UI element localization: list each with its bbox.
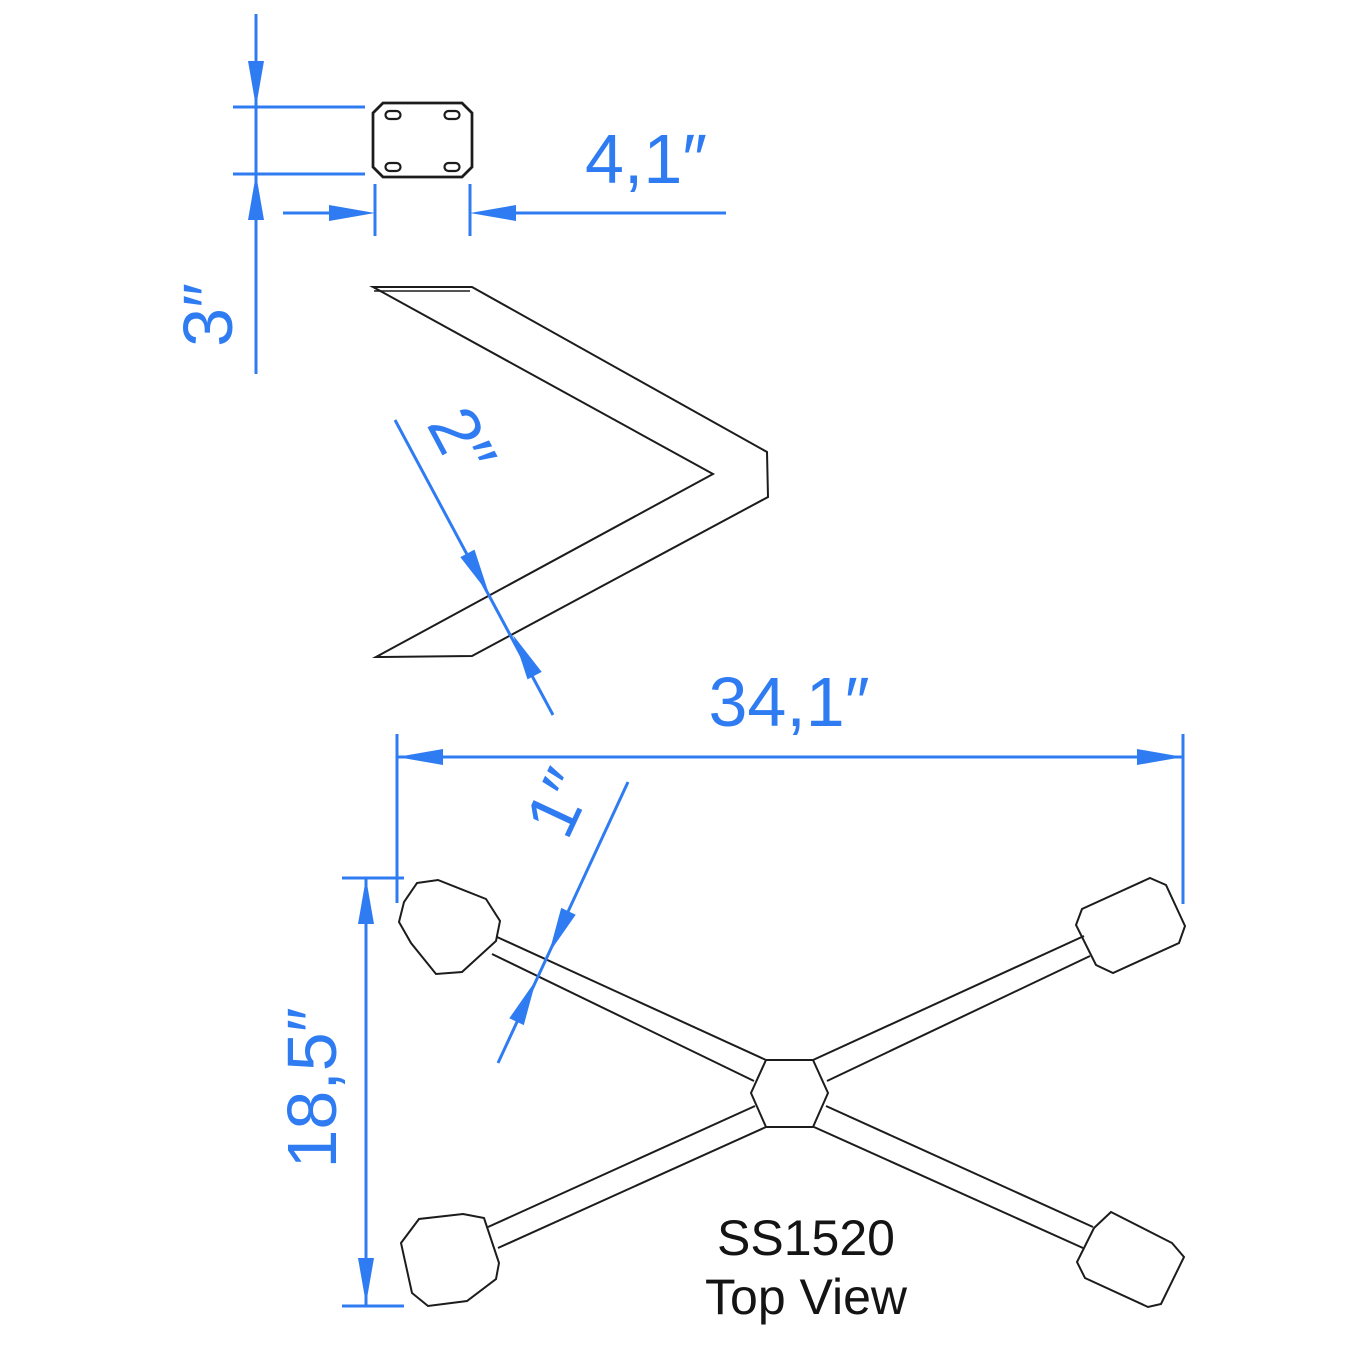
dim-label-plate-width: 4,1″ — [585, 120, 707, 198]
dim-label-plate-height: 3″ — [169, 283, 247, 347]
arm-lower-left-bottom-line — [497, 1126, 767, 1249]
mounting-plate-outline — [371, 101, 474, 179]
center-hub-hexagon — [749, 1059, 830, 1128]
dim-label-base-width: 34,1″ — [708, 663, 869, 741]
dim-18-5in-arrow-bottom — [358, 1258, 374, 1304]
dim-label-leg-thickness: 2″ — [413, 395, 512, 488]
dim-3in-arrow-top — [248, 61, 264, 107]
dim-34-1in-arrow-left — [397, 749, 443, 765]
dim-1in-arrow-lower — [509, 980, 536, 1026]
dim-label-base-depth: 18,5″ — [273, 1007, 351, 1168]
dim-4-1in-arrow-right — [470, 205, 516, 221]
product-code-label: SS1520 — [717, 1210, 895, 1266]
foot-pad-bottom-right — [1075, 1210, 1186, 1309]
foot-pad-top-left — [397, 878, 502, 976]
dim-34-1in-arrow-right — [1137, 749, 1183, 765]
dim-label-arm-thickness: 1″ — [510, 758, 608, 849]
foot-pad-bottom-left — [399, 1212, 501, 1308]
plate-slot-bottom-left — [384, 161, 402, 173]
arm-lower-right-bottom-line — [813, 1126, 1084, 1249]
dim-1in-arrow-upper — [549, 907, 576, 953]
arm-lower-right-top-line — [825, 1105, 1094, 1228]
view-name-label: Top View — [705, 1269, 908, 1325]
plate-slot-bottom-right — [443, 161, 461, 173]
arm-upper-right-bottom-line — [826, 955, 1091, 1082]
arm-upper-left-bottom-line — [491, 953, 755, 1082]
part-geometry-layer — [369, 101, 1187, 1309]
dim-2in-arrow-upper — [460, 549, 489, 594]
arm-upper-left-top-line — [496, 936, 767, 1061]
dim-4-1in-arrow-left — [329, 205, 375, 221]
dim-18-5in-arrow-top — [358, 878, 374, 924]
dim-2in-arrow-lower — [513, 635, 542, 680]
foot-pad-top-right — [1074, 876, 1187, 975]
arm-upper-right-top-line — [812, 935, 1085, 1061]
dim-3in-arrow-bottom — [248, 174, 264, 220]
arm-lower-left-top-line — [487, 1105, 756, 1228]
leg-profile-outline — [369, 286, 770, 659]
plate-slot-top-left — [384, 109, 402, 121]
plate-slot-top-right — [443, 109, 461, 121]
dimension-lines-layer — [233, 14, 1185, 1308]
